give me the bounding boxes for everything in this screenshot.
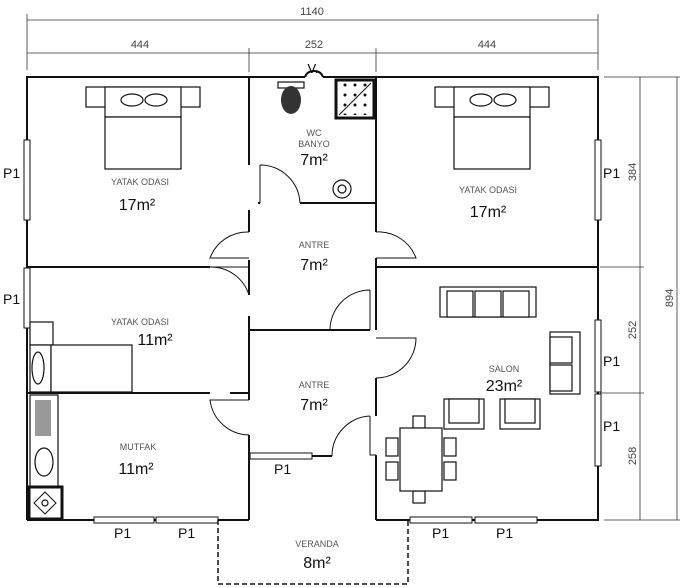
window-label: P1: [178, 525, 195, 541]
dining-table: [385, 415, 457, 504]
dim-total-depth: 894: [664, 289, 676, 307]
window-label: P1: [274, 461, 291, 477]
kitchen-counter: [27, 394, 64, 521]
loveseat: [549, 331, 581, 395]
armchairs: [443, 398, 541, 430]
room-area-bedroom-small: 11m²: [137, 332, 173, 349]
dim-right-width: 444: [478, 39, 496, 51]
room-name-antre-top: ANTRE: [299, 240, 330, 250]
room-area-antre-top: 7m²: [300, 257, 328, 274]
dim-right-bottom: 258: [627, 447, 639, 465]
room-name-antre-bottom: ANTRE: [299, 380, 330, 390]
room-area-salon: 23m²: [486, 378, 523, 395]
dim-right-top: 384: [627, 163, 639, 181]
window-label: P1: [432, 525, 449, 541]
room-name-salon: SALON: [489, 364, 520, 374]
doors: [209, 164, 417, 457]
bed-right: [434, 86, 550, 170]
toilet: [277, 81, 305, 114]
dim-left-width: 444: [131, 39, 149, 51]
dim-total-width: 1140: [300, 6, 324, 18]
window-label: P1: [114, 525, 131, 541]
window-label: P1: [603, 418, 620, 434]
room-name-veranda: VERANDA: [295, 539, 339, 549]
bed-small: [29, 321, 133, 393]
veranda-outline: [217, 520, 409, 585]
window-label: P1: [603, 353, 620, 369]
window-label: P1: [603, 165, 620, 181]
room-area-veranda: 8m²: [303, 555, 331, 572]
dimension-lines: [26, 14, 680, 521]
room-name-kitchen: MUTFAK: [120, 442, 157, 452]
shower: [334, 78, 376, 120]
window-label: P1: [3, 291, 20, 307]
windows: [23, 139, 602, 524]
room-area-kitchen: 11m²: [118, 461, 154, 478]
room-name-bedroom-right: YATAK ODASI: [459, 185, 517, 195]
dim-middle-width: 252: [305, 39, 323, 51]
window-label: P1: [3, 165, 20, 181]
room-name-banyo: BANYO: [298, 139, 330, 149]
room-area-antre-bottom: 7m²: [300, 397, 328, 414]
sink: [332, 179, 352, 199]
room-name-bedroom-left: YATAK ODASI: [111, 177, 169, 187]
room-area-bedroom-left: 17m²: [119, 197, 156, 214]
vent-label: V.: [307, 61, 318, 76]
window-label: P1: [496, 525, 513, 541]
room-area-wc: 7m²: [300, 152, 328, 169]
room-name-wc: WC: [307, 128, 322, 138]
room-area-bedroom-right: 17m²: [470, 204, 507, 221]
room-name-bedroom-small: YATAK ODASI: [111, 317, 169, 327]
dim-right-middle: 252: [627, 321, 639, 339]
sofa: [439, 286, 537, 318]
bed-left: [85, 86, 201, 170]
